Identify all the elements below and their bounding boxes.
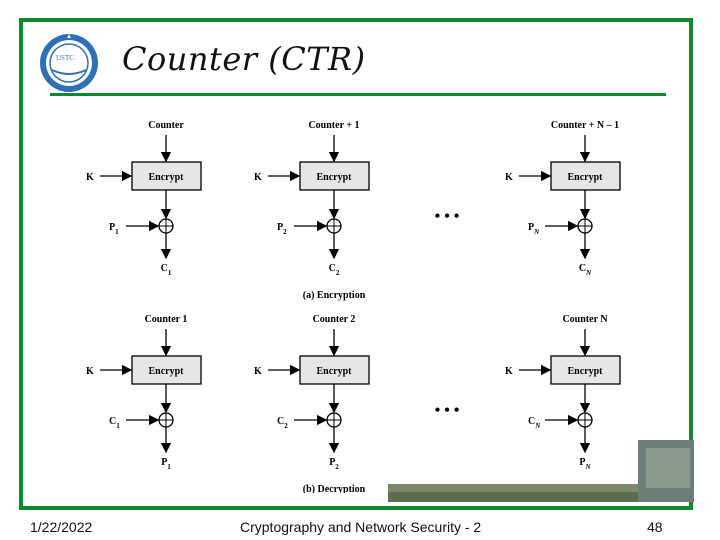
decryption-encrypt-label: Encrypt	[317, 366, 353, 377]
decryption-key-label: K	[505, 366, 513, 377]
encryption-counter-label: Counter + N – 1	[551, 120, 619, 131]
encryption-counter-label: Counter + 1	[308, 120, 359, 131]
decryption-encrypt-block	[550, 355, 621, 385]
slide-title: Counter (CTR)	[122, 40, 366, 78]
decryption-input-label: C2	[277, 416, 288, 430]
decryption-counter-label: Counter 1	[145, 314, 188, 325]
decryption-encrypt-block	[131, 355, 202, 385]
decryption-ellipsis: • • •	[435, 402, 460, 419]
encryption-key-label: K	[505, 172, 513, 183]
encryption-encrypt-label: Encrypt	[568, 172, 604, 183]
decryption-output-label: P1	[161, 457, 171, 471]
encryption-ellipsis: • • •	[435, 208, 460, 225]
footer-course: Cryptography and Network Security - 2	[240, 519, 482, 535]
logo-text: USTC	[56, 54, 74, 62]
decryption-encrypt-label: Encrypt	[568, 366, 604, 377]
encryption-key-label: K	[254, 172, 262, 183]
encryption-counter-label: Counter	[148, 120, 184, 131]
encryption-output-label: C1	[161, 263, 172, 277]
encryption-encrypt-block	[550, 161, 621, 191]
decryption-input-label: CN	[528, 416, 541, 430]
encryption-encrypt-label: Encrypt	[149, 172, 185, 183]
ustc-logo: USTC	[40, 34, 98, 92]
decryption-counter-label: Counter 2	[313, 314, 356, 325]
encryption-caption: (a) Encryption	[303, 290, 366, 301]
title-rule	[50, 93, 666, 96]
encryption-output-label: CN	[579, 263, 592, 277]
slide-frame	[19, 18, 693, 510]
decryption-key-label: K	[254, 366, 262, 377]
decryption-counter-label: Counter N	[562, 314, 608, 325]
campus-photo	[388, 440, 694, 502]
encryption-input-label: PN	[528, 222, 540, 236]
encryption-input-label: P2	[277, 222, 287, 236]
encryption-encrypt-label: Encrypt	[317, 172, 353, 183]
encryption-key-label: K	[86, 172, 94, 183]
decryption-encrypt-label: Encrypt	[149, 366, 185, 377]
decryption-key-label: K	[86, 366, 94, 377]
footer-date: 1/22/2022	[30, 519, 93, 535]
decryption-caption: (b) Decryption	[303, 484, 366, 493]
encryption-output-label: C2	[329, 263, 340, 277]
decryption-input-label: C1	[109, 416, 120, 430]
encryption-input-label: P1	[109, 222, 119, 236]
decryption-output-label: P2	[329, 457, 339, 471]
page-number: 48	[647, 519, 663, 535]
decryption-encrypt-block	[299, 355, 370, 385]
